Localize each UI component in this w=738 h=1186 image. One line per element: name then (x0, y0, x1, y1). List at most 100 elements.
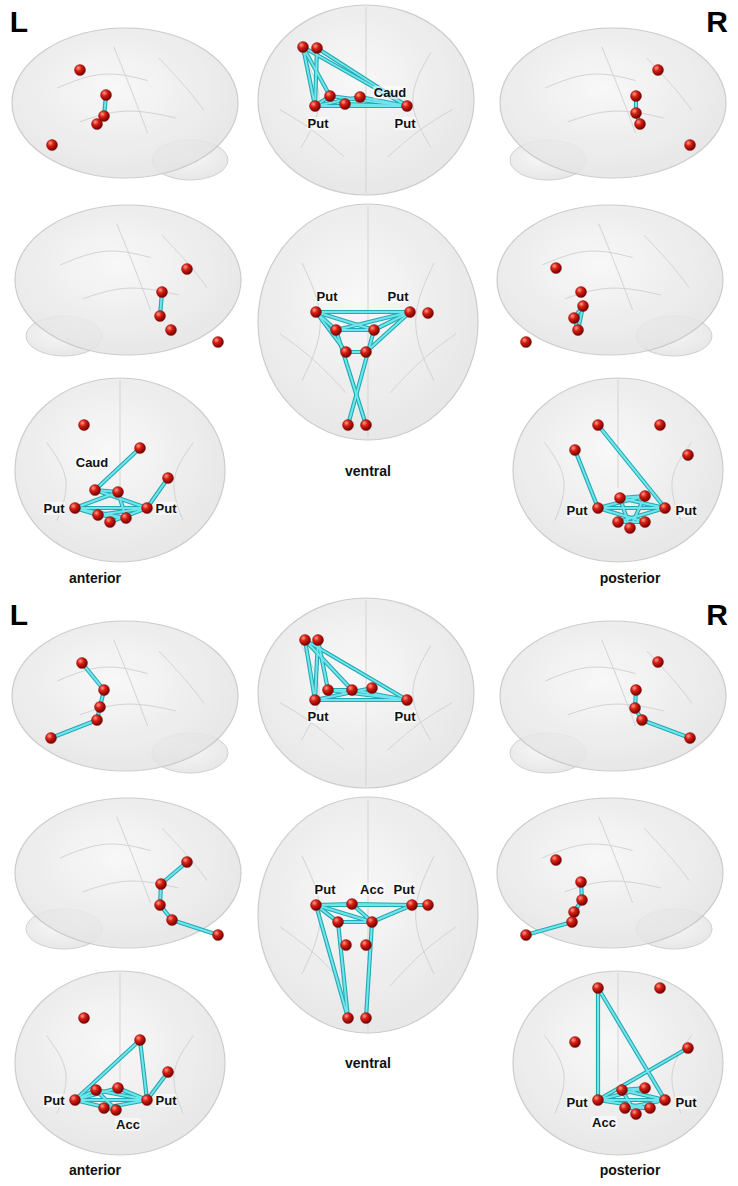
region-sphere (105, 517, 116, 528)
cortex-outline (497, 798, 723, 948)
region-sphere (163, 1067, 174, 1078)
region-sphere (163, 473, 174, 484)
region-sphere (343, 420, 354, 431)
region-label: Acc (591, 1116, 617, 1129)
sulcus-line (568, 704, 664, 715)
region-sphere (683, 450, 694, 461)
region-sphere (369, 325, 380, 336)
link-highlight (172, 920, 218, 935)
region-sphere (640, 1083, 651, 1094)
sulcus-line (618, 973, 619, 1082)
sulcus-line (647, 58, 692, 111)
sulcus-line (599, 817, 633, 903)
region-sphere (361, 347, 372, 358)
region-label: Put (566, 504, 589, 517)
brain-surface (12, 28, 238, 180)
region-sphere (655, 420, 666, 431)
region-label: Put (393, 883, 416, 896)
link-highlight (328, 690, 407, 700)
region-sphere (355, 92, 366, 103)
sulcus-line (618, 380, 619, 489)
link-tube (316, 312, 346, 352)
sulcus-line (388, 110, 453, 158)
region-label: Put (394, 710, 417, 723)
link-highlight (316, 904, 412, 906)
region-label: Put (43, 1094, 66, 1107)
sulcus-line (57, 74, 147, 88)
region-sphere (155, 311, 166, 322)
brain-surface (258, 598, 474, 788)
region-sphere (576, 287, 587, 298)
view-name: posterior (600, 1163, 661, 1177)
region-sphere (573, 325, 584, 336)
region-sphere (631, 91, 642, 102)
region-sphere (167, 915, 178, 926)
region-sphere (423, 308, 434, 319)
link-highlight (316, 311, 410, 313)
region-sphere (79, 420, 90, 431)
cortex-outline (500, 28, 726, 178)
sulcus-line (117, 817, 151, 903)
link-highlight (303, 47, 407, 106)
sulcus-line (602, 640, 636, 726)
sulcus-line (60, 844, 150, 858)
region-sphere (630, 703, 641, 714)
cortex-outline (258, 204, 478, 440)
link-tube (317, 48, 407, 106)
region-sphere (157, 287, 168, 298)
cortex-outline (12, 621, 238, 771)
link-highlight (598, 425, 665, 508)
brain-surface (15, 971, 225, 1155)
region-sphere (593, 503, 604, 514)
link-tube (316, 905, 372, 922)
region-sphere (655, 983, 666, 994)
region-sphere (685, 140, 696, 151)
link-tube (598, 425, 665, 508)
region-label: Put (675, 504, 698, 517)
brain-surface (513, 971, 723, 1155)
region-sphere (182, 264, 193, 275)
sulcus-line (602, 47, 636, 133)
view-name: ventral (345, 1056, 391, 1070)
region-label: Put (43, 502, 66, 515)
region-sphere (423, 900, 434, 911)
link-highlight (51, 720, 97, 738)
region-sphere (70, 1095, 81, 1106)
link-highlight (352, 690, 407, 700)
cortex-outline (500, 621, 726, 771)
sulcus-line (644, 828, 689, 881)
link-highlight (305, 640, 407, 700)
region-sphere (577, 895, 588, 906)
link-tube (51, 720, 97, 738)
region-sphere (570, 445, 581, 456)
region-sphere (99, 685, 110, 696)
region-sphere (135, 1035, 146, 1046)
region-label: Put (155, 502, 178, 515)
region-sphere (310, 101, 321, 112)
link-tube (366, 922, 372, 1018)
region-label: Put (387, 290, 410, 303)
region-sphere (113, 1083, 124, 1094)
region-sphere (70, 503, 81, 514)
link-highlight (526, 922, 572, 935)
region-sphere (111, 1105, 122, 1116)
link-highlight (336, 329, 374, 331)
region-sphere (617, 1085, 628, 1096)
region-sphere (569, 907, 580, 918)
region-sphere (407, 900, 418, 911)
region-sphere (631, 108, 642, 119)
sulcus-line (545, 74, 635, 88)
region-label: Put (307, 117, 330, 130)
region-sphere (155, 900, 166, 911)
region-sphere (101, 90, 112, 101)
sulcus-line (57, 667, 147, 681)
sulcus-line (117, 224, 151, 310)
region-sphere (551, 855, 562, 866)
sulcus-line (280, 703, 345, 751)
region-sphere (640, 491, 651, 502)
region-sphere (182, 857, 193, 868)
hemisphere-letter: R (706, 600, 728, 630)
region-sphere (95, 702, 106, 713)
